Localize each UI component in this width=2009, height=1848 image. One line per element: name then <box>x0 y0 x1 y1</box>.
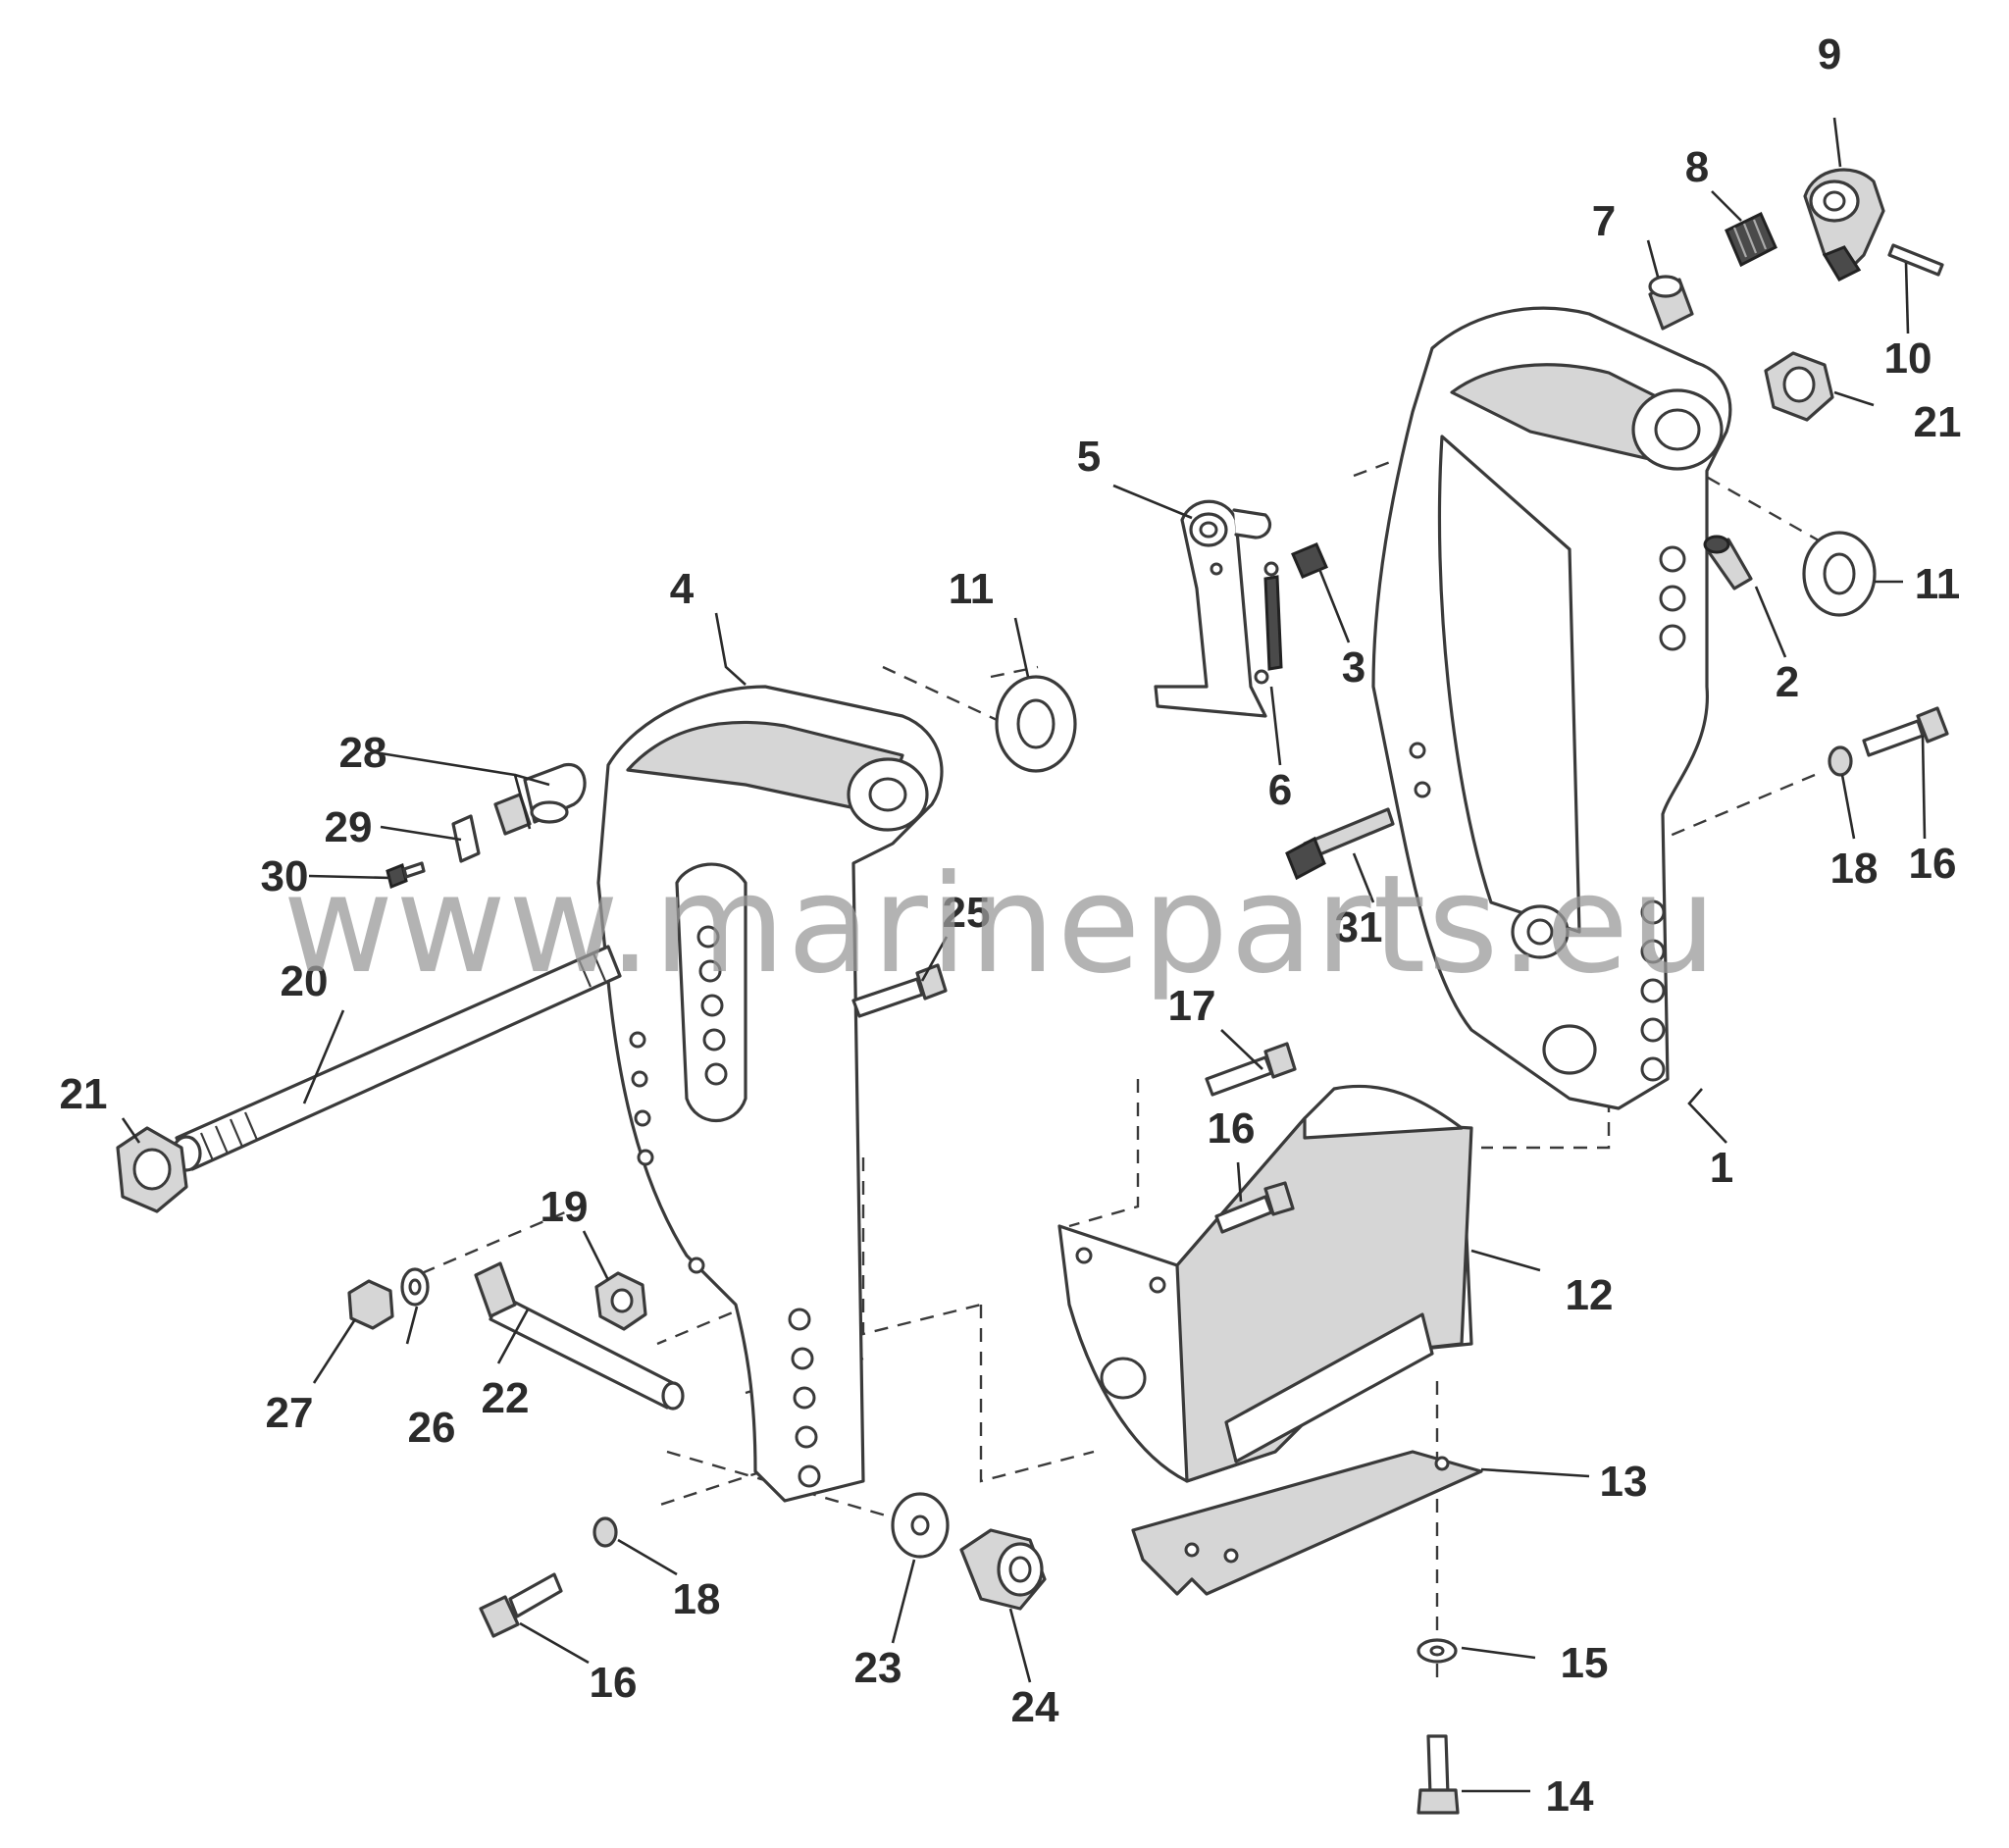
watermark-text: www.marineparts.eu <box>283 846 1718 1003</box>
callout-16-bottom: 16 <box>590 1659 638 1707</box>
callout-2: 2 <box>1776 658 1799 706</box>
callout-6: 6 <box>1268 766 1292 814</box>
callout-28: 28 <box>339 729 387 777</box>
callout-19: 19 <box>541 1183 589 1231</box>
bolt-16-middle-icon <box>1214 1181 1295 1234</box>
callout-17: 17 <box>1168 982 1216 1030</box>
callout-14: 14 <box>1546 1772 1594 1821</box>
callout-4: 4 <box>670 565 695 613</box>
callout-18-left: 18 <box>673 1575 721 1623</box>
screw-2-icon <box>1703 535 1753 590</box>
screw-30-icon <box>386 861 426 890</box>
callout-11-right: 11 <box>1915 560 1961 608</box>
callout-29: 29 <box>325 803 373 851</box>
bolt-16-bottom-icon <box>479 1572 563 1638</box>
callout-31: 31 <box>1335 903 1383 951</box>
lockwasher-18-left-icon <box>592 1516 618 1548</box>
callout-3: 3 <box>1342 643 1365 692</box>
callout-9: 9 <box>1818 30 1841 78</box>
callout-1: 1 <box>1710 1144 1733 1192</box>
callout-24: 24 <box>1011 1683 1059 1731</box>
bolt-25-icon <box>851 963 948 1018</box>
pin-10-icon <box>1887 243 1944 277</box>
cam-knob-9-icon <box>1803 168 1885 282</box>
nut-19-icon <box>594 1271 647 1331</box>
nut-27-icon <box>347 1279 394 1330</box>
bolt-22-icon <box>474 1261 685 1411</box>
callout-labels: 1 2 3 4 5 6 7 8 9 10 11 11 12 13 14 15 1… <box>60 30 1962 1821</box>
callout-22: 22 <box>482 1374 530 1422</box>
tilt-tube <box>171 945 622 1172</box>
locknut-right-icon <box>1764 351 1834 422</box>
bolt-16-right-icon <box>1862 706 1949 757</box>
callout-7: 7 <box>1592 197 1616 245</box>
callout-27: 27 <box>266 1389 314 1437</box>
transom-bracket <box>1057 1084 1473 1483</box>
callout-23: 23 <box>854 1644 902 1692</box>
clip-nut-29-icon <box>451 814 481 863</box>
callout-30: 30 <box>261 852 309 900</box>
bolt-14-icon <box>1417 1734 1460 1815</box>
callout-21-right: 21 <box>1914 398 1962 446</box>
spring-6-icon <box>1254 561 1283 685</box>
callout-16-right: 16 <box>1909 840 1957 888</box>
callout-25: 25 <box>943 889 991 937</box>
leader-lines <box>121 117 1927 1793</box>
callout-18-right: 18 <box>1830 845 1879 893</box>
callout-20: 20 <box>281 957 329 1005</box>
plate <box>1131 1450 1483 1596</box>
washer-11-left-icon <box>995 675 1077 773</box>
spring-8-icon <box>1725 211 1777 268</box>
hardware <box>116 168 1949 1815</box>
locknut-24-icon <box>959 1528 1047 1611</box>
clamp-bracket-right <box>1371 306 1732 1110</box>
callout-5: 5 <box>1077 433 1101 481</box>
washer-15-icon <box>1417 1638 1458 1664</box>
locknut-left-icon <box>116 1126 188 1213</box>
washer-26-icon <box>400 1267 430 1307</box>
callout-11-left: 11 <box>949 565 995 613</box>
cable-clamp-28-icon <box>493 763 587 836</box>
callout-12: 12 <box>1566 1271 1614 1319</box>
callout-8: 8 <box>1685 143 1709 191</box>
callout-26: 26 <box>408 1404 456 1452</box>
lockwasher-18-right-icon <box>1828 745 1853 777</box>
callout-21-left: 21 <box>60 1070 108 1118</box>
washer-11-right-icon <box>1802 531 1877 617</box>
callout-10: 10 <box>1884 334 1932 383</box>
clamp-bracket-left <box>596 685 944 1503</box>
bushing-7-icon <box>1648 275 1694 331</box>
callout-15: 15 <box>1561 1639 1609 1687</box>
bolt-17-icon <box>1205 1042 1297 1097</box>
washer-23-icon <box>891 1492 950 1559</box>
set-screw-3-icon <box>1291 542 1328 579</box>
bolt-31-icon <box>1285 807 1395 881</box>
tilt-lever-5-icon <box>1154 499 1271 718</box>
callout-16-middle: 16 <box>1208 1104 1256 1153</box>
callout-13: 13 <box>1600 1458 1648 1506</box>
